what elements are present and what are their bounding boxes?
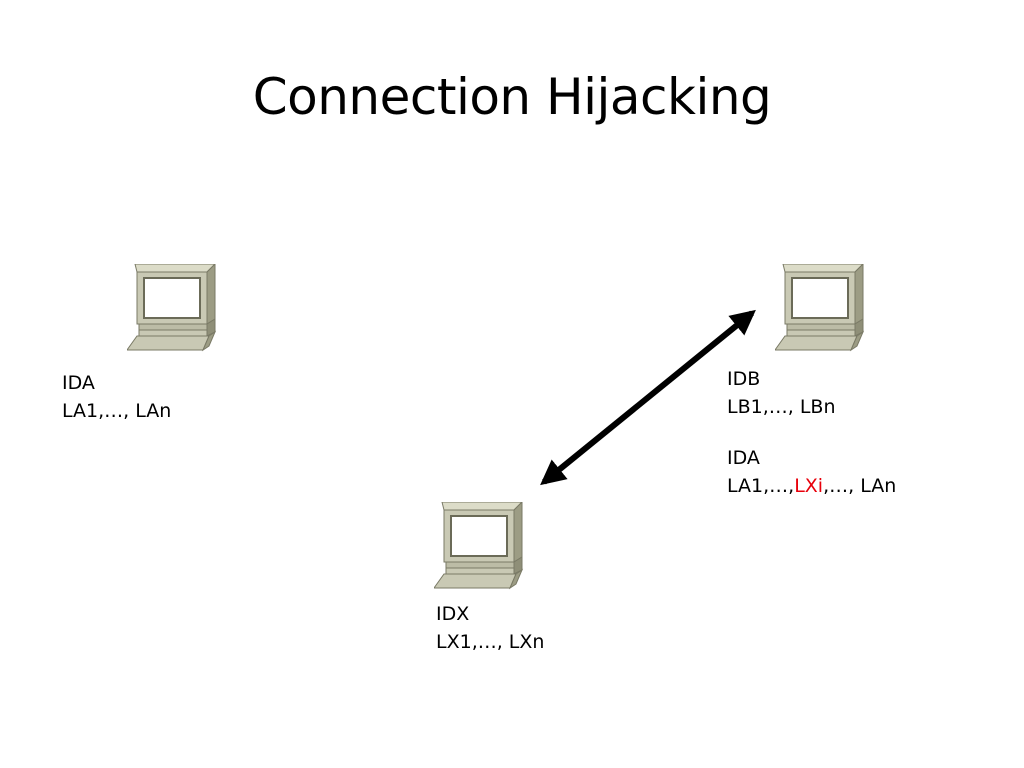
- slide-title: Connection Hijacking: [252, 68, 772, 126]
- node-x-links: LX1,…, LXn: [436, 631, 545, 653]
- node-a-links: LA1,…, LAn: [62, 400, 172, 422]
- computer-x-icon: [434, 502, 523, 589]
- computer-a-icon: [127, 264, 216, 351]
- node-a-id: IDA: [62, 372, 95, 394]
- node-x-id: IDX: [436, 603, 470, 625]
- cache-suffix: ,…, LAn: [823, 475, 897, 497]
- computer-b-icon: [775, 264, 864, 351]
- cache-prefix: LA1,…,: [727, 475, 795, 497]
- cache-hijacked-link: LXi: [794, 475, 824, 497]
- node-b-label: IDB LB1,…, LBn IDA LA1,…,LXi,…, LAn: [727, 365, 896, 500]
- node-b-cache-id: IDA: [727, 447, 760, 469]
- node-b-links: LB1,…, LBn: [727, 396, 836, 418]
- node-b-id: IDB: [727, 368, 761, 390]
- connection-double-arrow: [540, 309, 756, 486]
- node-x-label: IDX LX1,…, LXn: [436, 600, 544, 656]
- node-a-label: IDA LA1,…, LAn: [62, 369, 171, 425]
- node-b-cache-links: LA1,…,LXi,…, LAn: [727, 472, 896, 500]
